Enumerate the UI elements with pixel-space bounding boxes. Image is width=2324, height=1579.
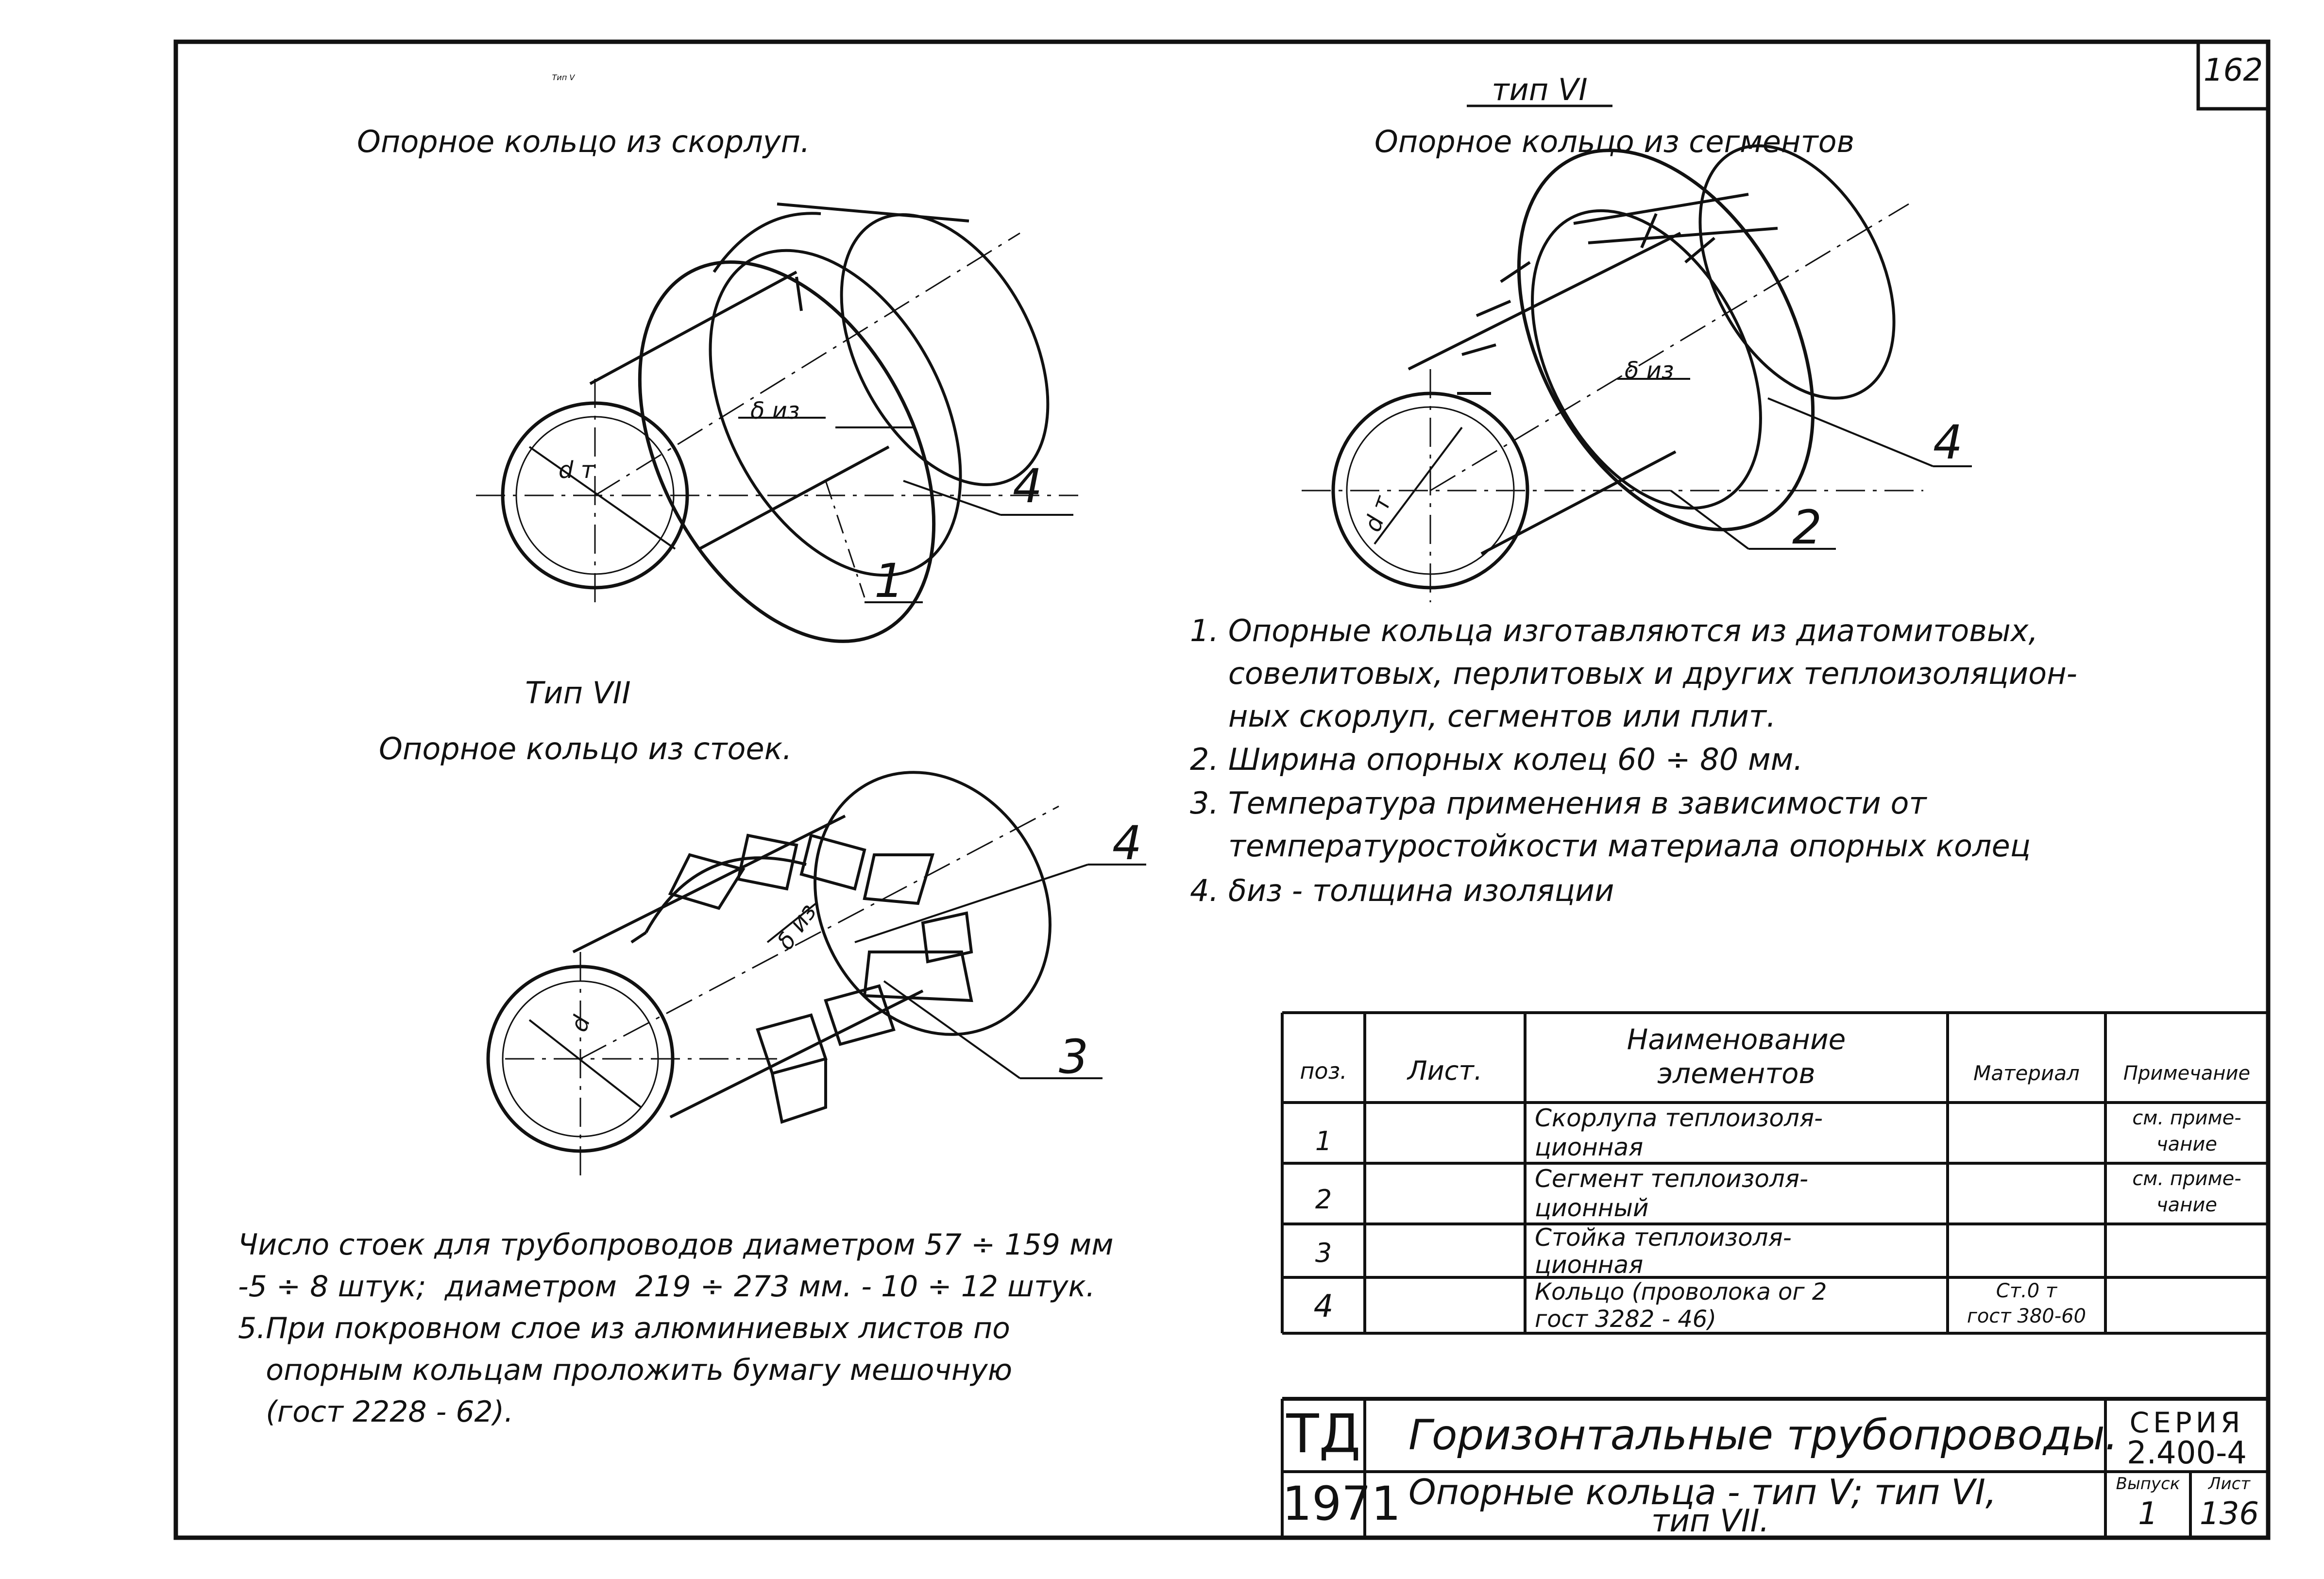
note-1: 1. Опорные кольца изготавляются из диато… <box>1190 613 2078 734</box>
sheet-number: 162 <box>2203 52 2263 88</box>
type-vi-callout-2: 2 <box>1792 500 1822 555</box>
spec-header-pos: поз. <box>1300 1058 1347 1084</box>
spec-row-3-pos: 3 <box>1315 1238 1332 1268</box>
type-v-subtitle: Опорное кольцо из скорлуп. <box>357 124 810 159</box>
type-vi-callout-4: 4 <box>1933 415 1963 470</box>
spec-row-4-material: Ст.0 т гост 380-60 <box>1967 1280 2087 1327</box>
sheet-frame <box>176 42 2268 1538</box>
type-vi-subtitle: Опорное кольцо из сегментов <box>1374 124 1855 159</box>
spec-row-4-pos: 4 <box>1313 1289 1334 1324</box>
type-v-drawing <box>476 180 1090 691</box>
spec-header-name: Наименование элементов <box>1627 1023 1846 1090</box>
spec-header-sheet: Лист. <box>1407 1055 1482 1086</box>
spec-row-2-note: см. приме- чание <box>2132 1168 2241 1216</box>
page-label: Лист <box>2208 1474 2251 1494</box>
spec-row-3-name: Стойка теплоизоля- ционная <box>1535 1223 1792 1279</box>
spec-row-1-name: Скорлупа теплоизоля- ционная <box>1535 1104 1823 1161</box>
spec-header-note: Примечание <box>2123 1062 2251 1085</box>
type-vii-drawing <box>488 731 1146 1175</box>
title-line-1: Горизонтальные трубопроводы. <box>1408 1411 2119 1460</box>
bottom-note: Число стоек для трубопроводов диаметром … <box>238 1228 1114 1429</box>
type-vii-callout-4: 4 <box>1112 816 1142 870</box>
spec-row-1-pos: 1 <box>1315 1126 1332 1156</box>
note-4: 4. δиз - толщина изоляции <box>1190 873 1614 908</box>
page-value: 136 <box>2199 1496 2259 1532</box>
type-vii-title: Тип VII <box>525 675 631 711</box>
spec-row-4-name: Кольцо (проволока ог 2 гост 3282 - 46) <box>1535 1278 1827 1333</box>
type-vii-subtitle: Опорное кольцо из стоек. <box>379 731 792 766</box>
title-block-year: 1971 <box>1282 1477 1401 1531</box>
note-3: 3. Температура применения в зависимости … <box>1190 785 2031 864</box>
type-v-dim-iso: δ из <box>750 397 800 424</box>
spec-row-2-pos: 2 <box>1315 1184 1332 1215</box>
type-vi-dim-iso: δ из <box>1625 357 1674 384</box>
sheet-number-box <box>2198 42 2268 109</box>
title-line-2: Опорные кольца - тип V; тип VI, <box>1408 1472 1997 1512</box>
type-vi-drawing <box>1302 101 1972 602</box>
type-v-title: Тип V <box>552 73 575 82</box>
note-2: 2. Ширина опорных колец 60 ÷ 80 мм. <box>1190 742 1803 777</box>
type-v-callout-1: 1 <box>874 554 904 608</box>
series-label: СЕРИЯ <box>2129 1406 2244 1439</box>
spec-row-1-note: см. приме- чание <box>2132 1107 2241 1155</box>
spec-table-grid <box>1282 1013 2268 1333</box>
series-value: 2.400-4 <box>2126 1435 2247 1471</box>
type-v-callout-4: 4 <box>1013 459 1043 513</box>
spec-header-material: Материал <box>1973 1061 2080 1085</box>
issue-value: 1 <box>2138 1496 2158 1532</box>
title-block-org: ТД <box>1286 1403 1361 1465</box>
issue-label: Выпуск <box>2116 1474 2180 1494</box>
title-block-grid <box>1282 1399 2268 1538</box>
type-vi-title: тип VI <box>1492 72 1588 107</box>
title-line-3: тип VII. <box>1651 1503 1769 1539</box>
type-v-dim-outer: d т <box>559 457 594 484</box>
spec-row-2-name: Сегмент теплоизоля- ционный <box>1535 1165 1809 1222</box>
type-vii-callout-3: 3 <box>1059 1030 1089 1084</box>
